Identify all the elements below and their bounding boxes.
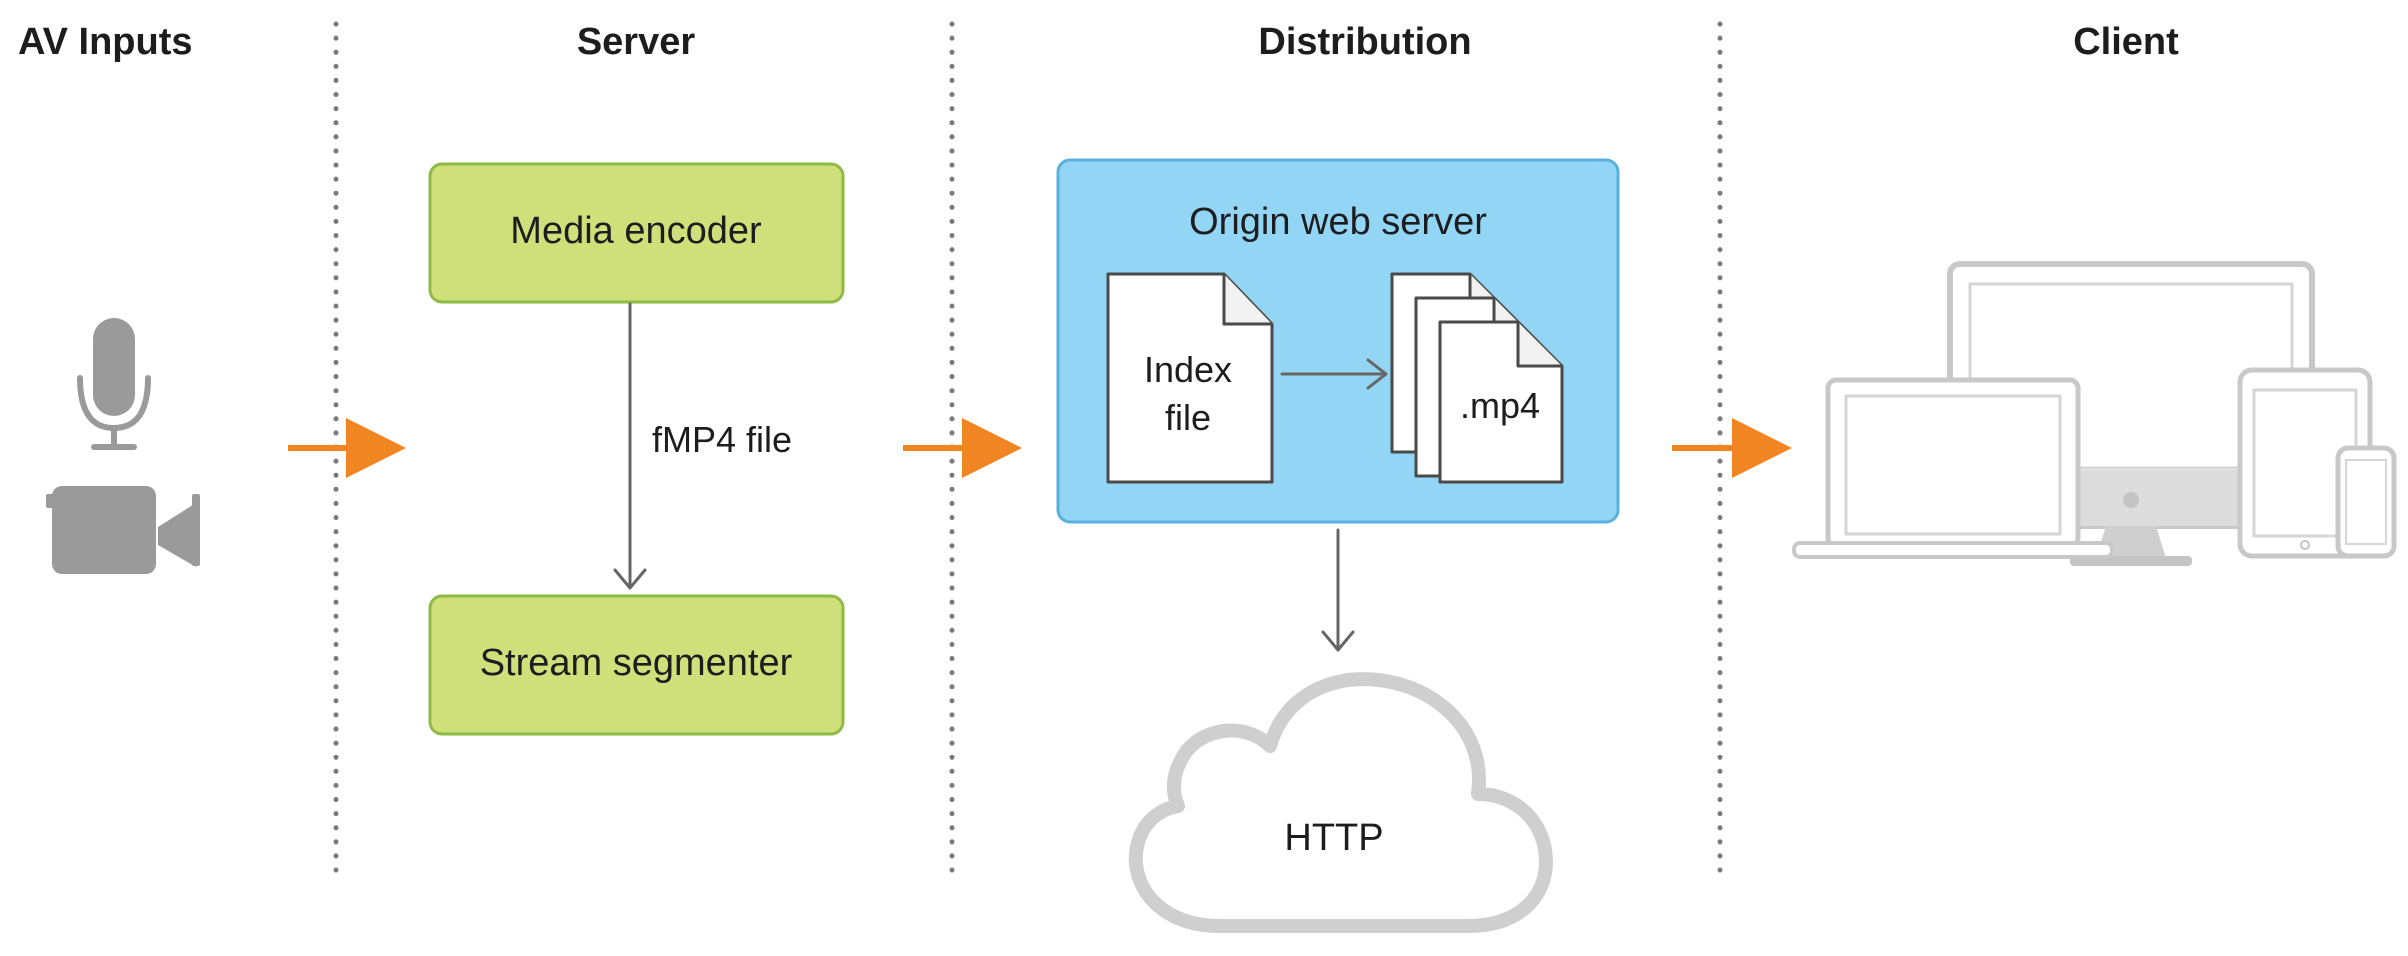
heading-server: Server [577,21,696,63]
fmp4-file-label: fMP4 file [652,419,792,460]
index-file-label-line2: file [1165,397,1211,438]
heading-av-inputs: AV Inputs [18,21,193,63]
stream-segmenter-label: Stream segmenter [480,642,793,684]
encoder-to-segmenter-arrow [613,302,647,590]
origin-to-http-arrow [1321,528,1355,652]
iphone-icon [2335,445,2397,559]
stream-segmenter-box [428,594,845,736]
http-label: HTTP [1284,817,1383,859]
media-encoder-label: Media encoder [510,210,762,252]
index-file-icon [1106,272,1274,484]
mp4-segments-icon [1390,272,1564,484]
heading-client: Client [2073,21,2179,63]
heading-distribution: Distribution [1258,21,1471,63]
index-to-segments-arrow [1280,358,1388,390]
index-file-label-line1: Index [1144,349,1232,390]
mp4-segment-label: .mp4 [1460,385,1540,426]
cloud-icon [1128,672,1553,933]
media-encoder-box [428,162,845,304]
origin-web-server-title: Origin web server [1189,201,1487,243]
microphone-icon [77,318,151,450]
video-camera-icon [46,486,200,574]
macbook-icon [1792,377,2114,559]
